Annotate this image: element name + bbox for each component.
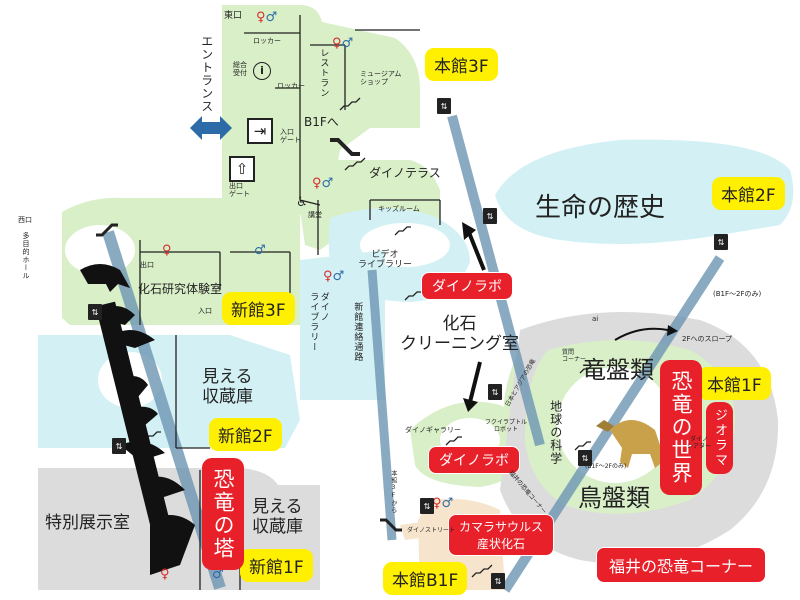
- label-locker-2: ロッカー: [277, 82, 305, 90]
- label-b1f-he: B1Fへ: [304, 115, 339, 129]
- stairs-icon: [339, 97, 361, 111]
- floor-tag-honkan2f: 本館2F: [712, 177, 785, 210]
- label-tamokuteki-hall: 多目的ホール: [22, 232, 31, 280]
- label-honkan-3f-kara: 本館3Fから: [389, 470, 397, 514]
- fukui-dino-corner-label: 福井の恐竜コーナー: [596, 547, 767, 583]
- area-mieru-shuzoko-2f: 見える 収蔵庫: [202, 367, 253, 407]
- area-chikyu-no-kagaku: 地球の科学: [548, 400, 563, 465]
- elevator-icon: ⇅: [714, 234, 728, 250]
- exit-gate-icon: ⇧: [229, 156, 255, 182]
- label-dino-street: ダイノストリート: [407, 527, 456, 534]
- entrance-gate-icon: ⇥: [247, 118, 273, 144]
- label-slope-2f: 2Fへのスロープ: [682, 335, 733, 343]
- stairs-icon: [344, 157, 366, 171]
- elevator-icon: ⇅: [88, 304, 102, 320]
- label-video-library: ビデオ ライブラリー: [358, 250, 413, 271]
- restroom-female-icon: ♀: [162, 243, 172, 258]
- nursing-room-icon: ♿: [296, 195, 308, 210]
- stairs-icon: [394, 226, 411, 236]
- label-nishiguchi: 西口: [18, 216, 32, 224]
- label-restaurant: レストラン: [318, 48, 329, 98]
- arrow-to-dinolab-top: [466, 229, 486, 271]
- stairs-icon: [445, 436, 462, 446]
- entrance-arrow-icon: [190, 116, 232, 140]
- escalator-icon: [380, 518, 402, 532]
- kamarasaurus-label: カマラサウルス 産状化石: [448, 514, 555, 556]
- dino-lab-label-bottom: ダイノラボ: [428, 446, 520, 474]
- label-kodo: 講堂: [308, 211, 322, 219]
- area-seimei-no-rekishi: 生命の歴史: [535, 193, 666, 223]
- slope-arrow-icon: [614, 327, 669, 341]
- restroom-female-icon: ♀: [160, 567, 170, 582]
- label-sougou-uketsuke: 総合 受付: [233, 61, 247, 78]
- label-deguchi-gate: 出口 ゲート: [229, 182, 250, 199]
- floor-tag-honkanb1f: 本館B1F: [383, 562, 468, 595]
- label-shitsumon-corner: 質問 コーナー: [562, 349, 587, 363]
- escalator-icon: [330, 138, 360, 156]
- elevator-icon: ⇅: [483, 208, 497, 224]
- label-iriguchi-gate: 入口 ゲート: [280, 128, 301, 145]
- connector-shinkan: [102, 230, 226, 590]
- label-fukui-raptor-robot: フクイラプトル ロボット: [485, 419, 528, 433]
- dino-lab-label-top: ダイノラボ: [421, 272, 513, 300]
- area-kaseki-kenkyu: 化石研究体験室: [138, 282, 223, 296]
- escalator-icon: [96, 223, 118, 237]
- restroom-icon: ♀♂: [323, 269, 345, 284]
- dinosaur-illustration: [596, 420, 665, 468]
- label-deguchi: 出口: [140, 261, 154, 269]
- label-kids-room: キッズルーム: [378, 205, 420, 213]
- label-b1f-2f-small: (B1F〜2Fのみ): [585, 463, 627, 470]
- floor-tag-honkan3f: 本館3F: [425, 48, 498, 81]
- elevator-icon: ⇅: [578, 450, 592, 466]
- stairs-icon: [404, 291, 421, 301]
- label-locker-1: ロッカー: [253, 37, 281, 45]
- arrow-to-dinolab-bottom: [468, 361, 482, 403]
- connector-renraku: [367, 269, 397, 541]
- stairs-icon: [471, 564, 493, 578]
- cyan-area-renraku: [300, 250, 385, 400]
- floor-tag-honkan1f: 本館1F: [698, 367, 771, 400]
- restroom-icon: ♀♂: [332, 36, 354, 51]
- label-museum-shop: ミュージアム ショップ: [360, 70, 402, 87]
- restroom-male-icon: ♂: [212, 567, 224, 582]
- label-ai: ai: [592, 315, 599, 323]
- dinosaur-tower-silhouette: [80, 264, 195, 575]
- stairs-icon: [574, 441, 591, 451]
- label-entrance: エントランス: [199, 35, 214, 113]
- restroom-male-icon: ♂: [254, 243, 266, 258]
- area-choubanrui: 鳥盤類: [578, 484, 650, 512]
- kyoryu-no-tou-label: 恐竜の塔: [202, 458, 244, 570]
- label-dino-theater-sub: ダイノ シアター: [687, 436, 712, 450]
- label-iriguchi: 入口: [198, 307, 212, 315]
- label-higashiguchi: 東口: [224, 11, 243, 21]
- restroom-icon: ♀♂: [256, 10, 278, 25]
- area-kaseki-cleaning: 化石 クリーニング室: [400, 314, 519, 354]
- restroom-icon: ♀♂: [432, 496, 454, 511]
- elevator-icon: ⇅: [420, 498, 434, 514]
- floor-tag-shinkan1f: 新館1F: [240, 549, 313, 582]
- elevator-icon: ⇅: [488, 384, 502, 400]
- elevator-icon: ⇅: [112, 438, 126, 454]
- area-tokubetsu-tenjishitsu: 特別展示室: [45, 513, 130, 533]
- label-dino-gallery: ダイノギャラリー: [405, 426, 461, 434]
- label-b1f-2f-only: (B1F〜2Fのみ): [713, 290, 762, 298]
- info-icon: i: [253, 62, 271, 80]
- cyan-area-seimei: [495, 139, 794, 244]
- green-area-honkan3f: [222, 5, 420, 215]
- label-dino-library: ダイノ ライブラリー: [308, 292, 329, 352]
- label-dino-terrace: ダイノテラス: [369, 166, 441, 180]
- area-mieru-shuzoko-1f: 見える 収蔵庫: [252, 497, 303, 537]
- dino-theater-label: ジオラマ: [706, 402, 733, 474]
- floor-tag-shinkan3f: 新館3F: [222, 292, 295, 325]
- elevator-icon: ⇅: [437, 98, 451, 114]
- kyoryu-no-sekai-label: 恐竜の世界: [660, 360, 702, 495]
- area-ryubanrui: 竜盤類: [582, 356, 654, 384]
- elevator-icon: ⇅: [491, 573, 505, 589]
- restroom-icon: ♀♂: [312, 176, 334, 191]
- floor-tag-shinkan2f: 新館2F: [209, 418, 282, 451]
- stairs-icon: [579, 364, 596, 374]
- label-shinkan-renraku: 新館連絡通路: [352, 302, 363, 362]
